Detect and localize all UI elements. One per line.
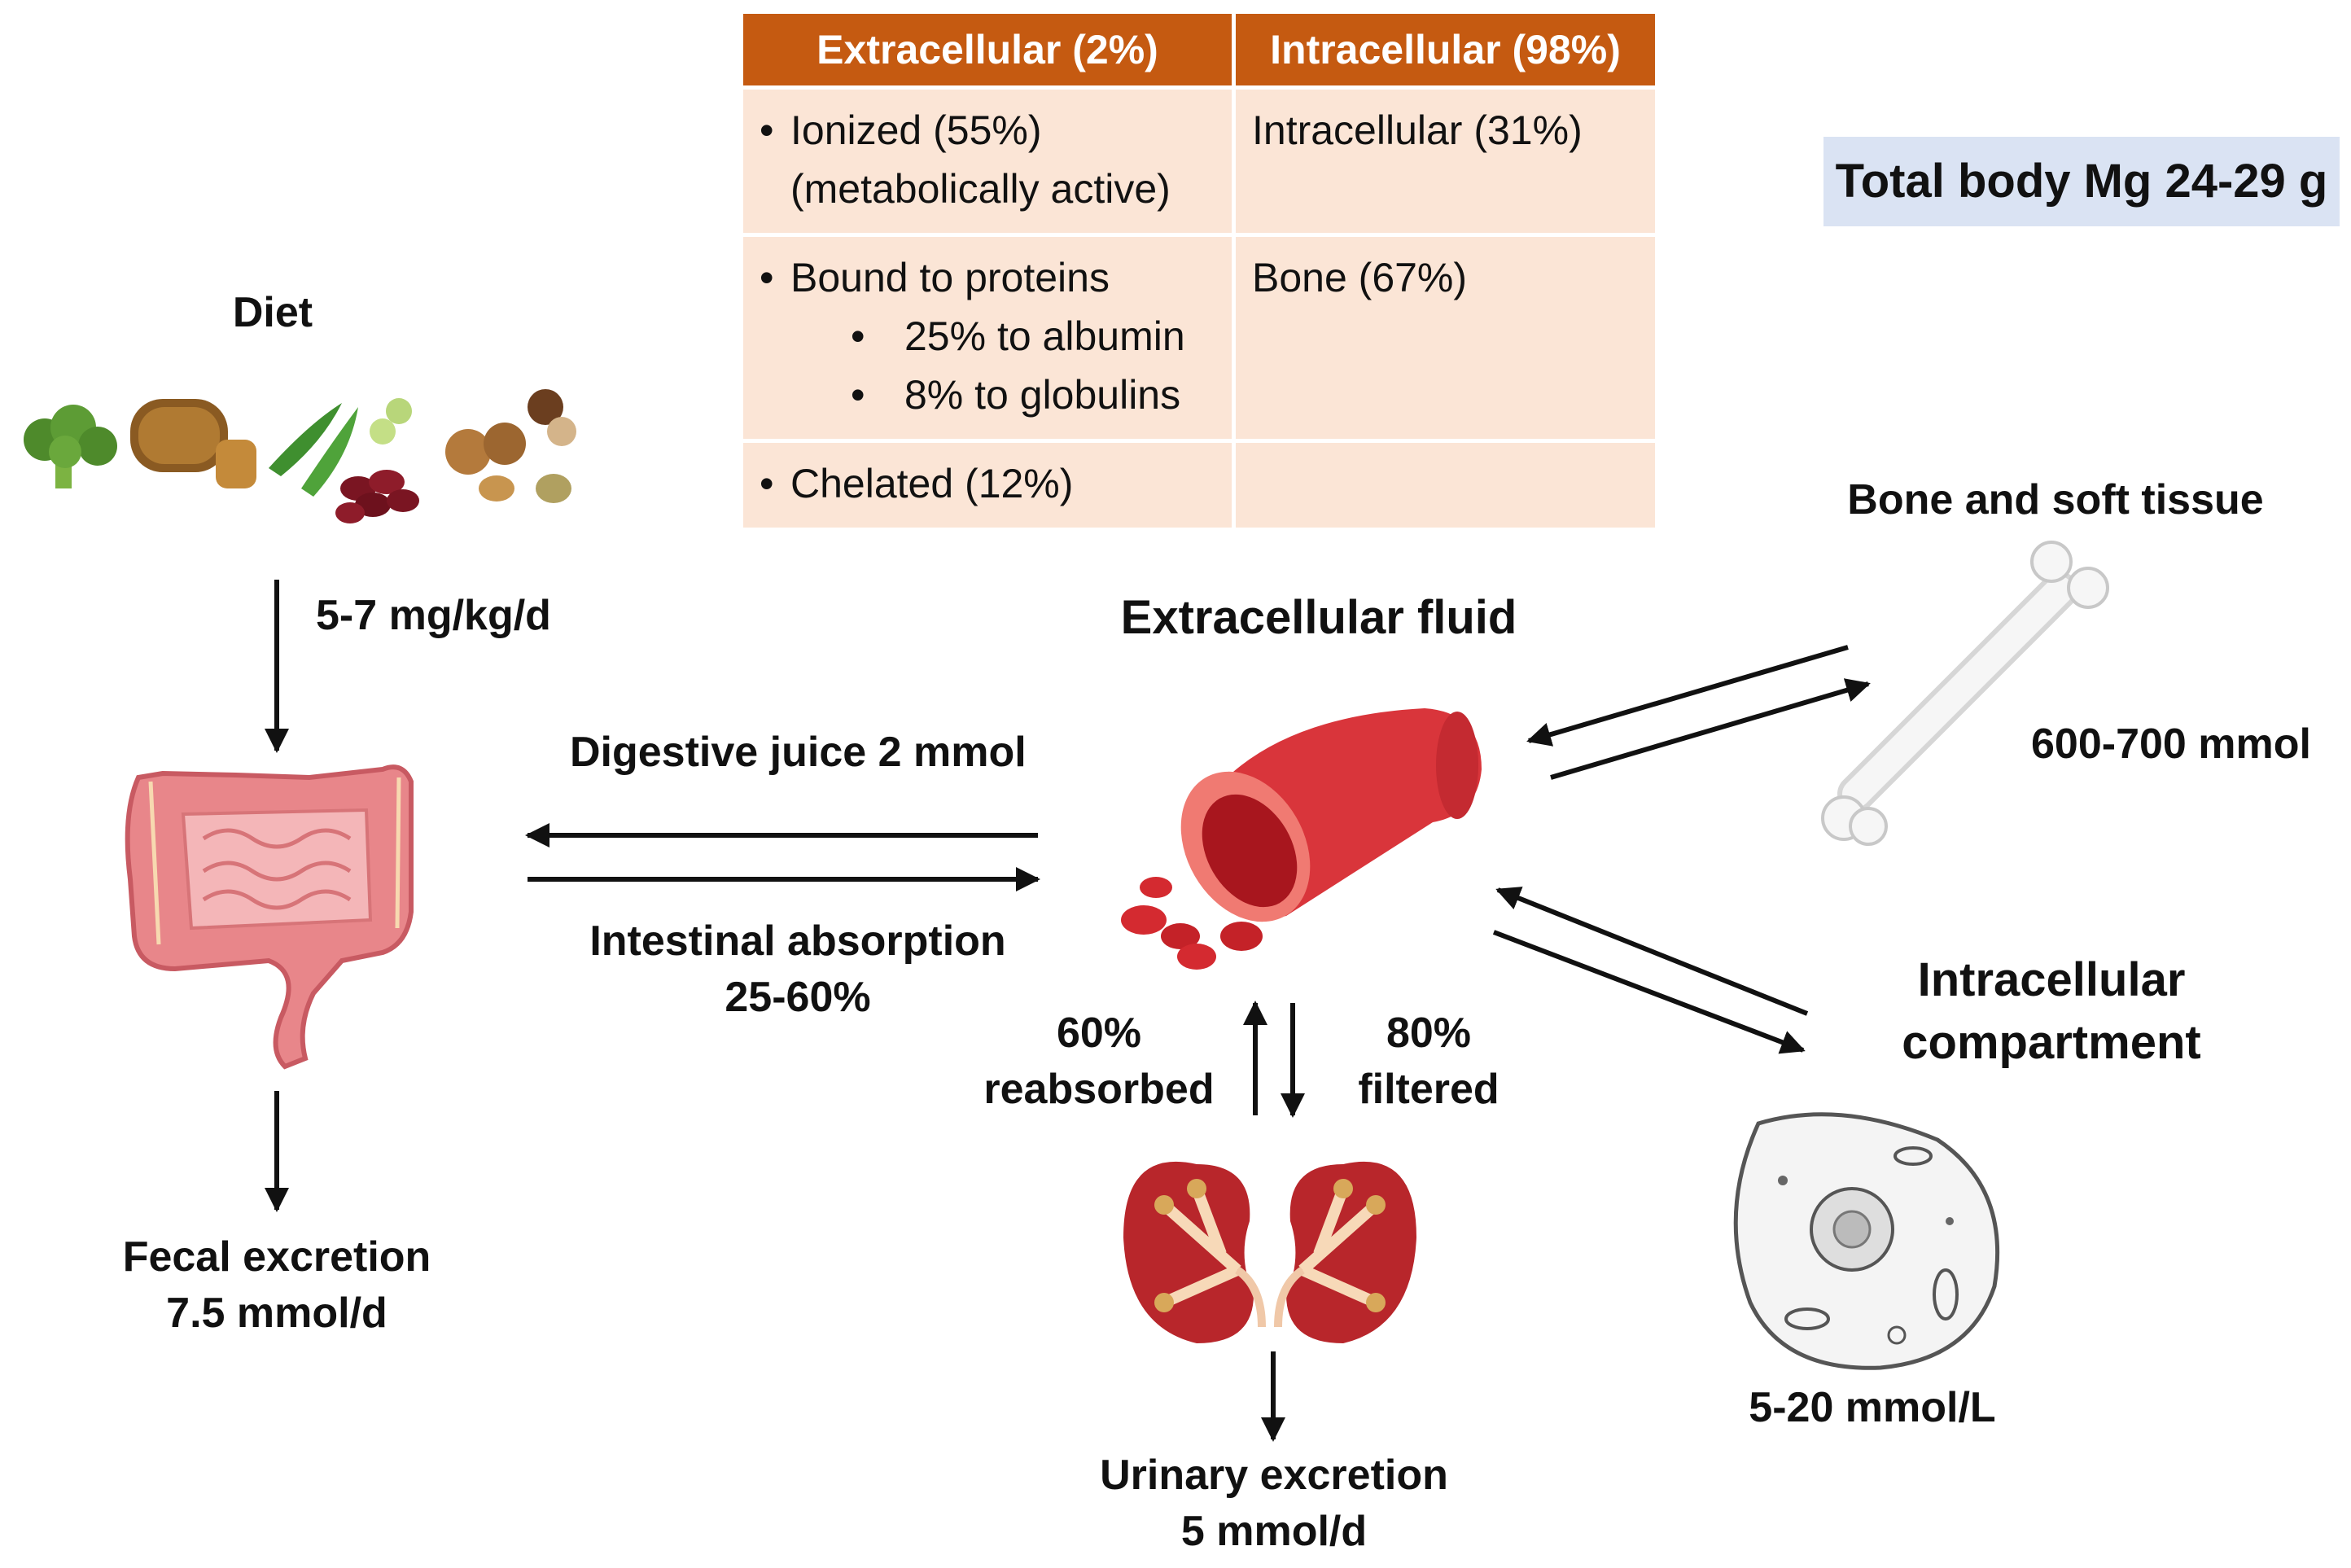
bone-illustration	[1821, 541, 2109, 846]
intracellular-compartment-label: Intracellular compartment	[1902, 953, 2201, 1070]
beans-icon	[335, 470, 419, 523]
magnesium-distribution-table: Extracellular (2%) Intracellular (98%) I…	[739, 10, 1659, 532]
fecal-excretion-label: Fecal excretion 7.5 mmol/d	[122, 1233, 431, 1338]
bone-amount-label: 600-700 mmol	[2031, 720, 2311, 768]
cell-illustration	[1733, 1112, 2000, 1370]
table-cell-intracellular: Intracellular (31%)	[1236, 90, 1655, 233]
diet-foods-illustration	[24, 389, 576, 523]
diet-title: Diet	[232, 289, 313, 336]
bone-title: Bone and soft tissue	[1847, 476, 2264, 523]
diet-intake-label: 5-7 mg/kg/d	[316, 592, 551, 639]
filtered-label: 80% filtered	[1358, 1010, 1499, 1114]
digestive-juice-label: Digestive juice 2 mmol	[570, 729, 1027, 776]
table-cell-bone: Bone (67%)	[1236, 237, 1655, 439]
extracellular-fluid-title: Extracellular fluid	[1120, 591, 1517, 644]
urinary-excretion-label: Urinary excretion 5 mmol/d	[1100, 1452, 1448, 1556]
nuts-icon	[445, 389, 576, 503]
intestinal-absorption-label: Intestinal absorption 25-60%	[589, 918, 1006, 1022]
table-header-extracellular: Extracellular (2%)	[743, 14, 1232, 85]
arrows	[265, 580, 1871, 1442]
table-cell-chelated: Chelated (12%)	[743, 443, 1232, 528]
table-cell-empty	[1236, 443, 1655, 528]
arrow-cell-to-ecf	[1495, 887, 1809, 1016]
kidneys-illustration	[1123, 1161, 1416, 1343]
broccoli-icon	[24, 405, 117, 488]
blood-vessel-illustration	[1121, 708, 1482, 970]
intracellular-amount-label: 5-20 mmol/L	[1749, 1384, 1996, 1431]
total-body-mg-box: Total body Mg 24-29 g	[1823, 137, 2340, 226]
arrow-ecf-to-cell	[1492, 930, 1806, 1054]
arrow-bone-to-ecf	[1526, 645, 1849, 747]
table-cell-bound-proteins: Bound to proteins 25% to albumin 8% to g…	[743, 237, 1232, 439]
table-header-intracellular: Intracellular (98%)	[1236, 14, 1655, 85]
table-cell-ionized: Ionized (55%) (metabolically active)	[743, 90, 1232, 233]
intestine-illustration	[125, 764, 414, 1070]
reabsorbed-label: 60% reabsorbed	[983, 1010, 1215, 1114]
peas-icon	[269, 398, 412, 497]
arrow-ecf-to-bone	[1550, 678, 1871, 780]
bread-icon	[130, 399, 256, 488]
